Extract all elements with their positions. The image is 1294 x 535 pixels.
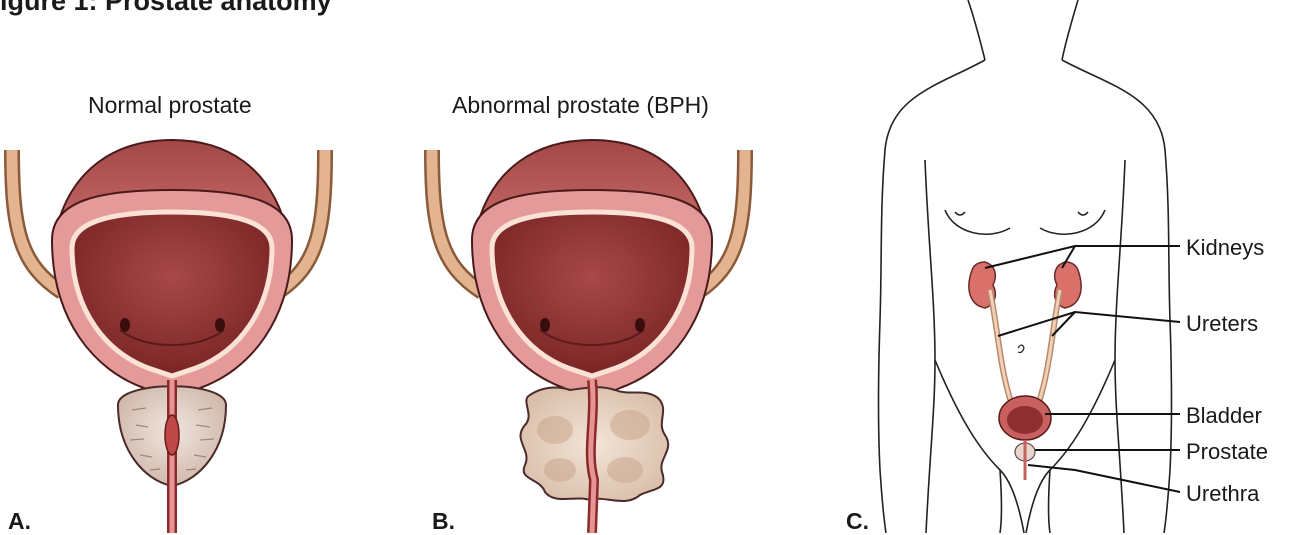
caption-abnormal-prostate: Abnormal prostate (BPH) [452, 92, 709, 119]
label-prostate: Prostate [1186, 439, 1268, 465]
panel-a-normal-prostate [12, 140, 325, 533]
leader-lines [985, 246, 1180, 492]
panel-letter-c: C. [846, 508, 869, 535]
caption-normal-prostate: Normal prostate [88, 92, 252, 119]
panel-letter-b: B. [432, 508, 455, 535]
label-bladder: Bladder [1186, 403, 1262, 429]
label-urethra: Urethra [1186, 481, 1259, 507]
label-ureters: Ureters [1186, 311, 1258, 337]
label-kidneys: Kidneys [1186, 235, 1264, 261]
panel-letter-a: A. [8, 508, 31, 535]
panel-b-bph-prostate [432, 140, 745, 533]
